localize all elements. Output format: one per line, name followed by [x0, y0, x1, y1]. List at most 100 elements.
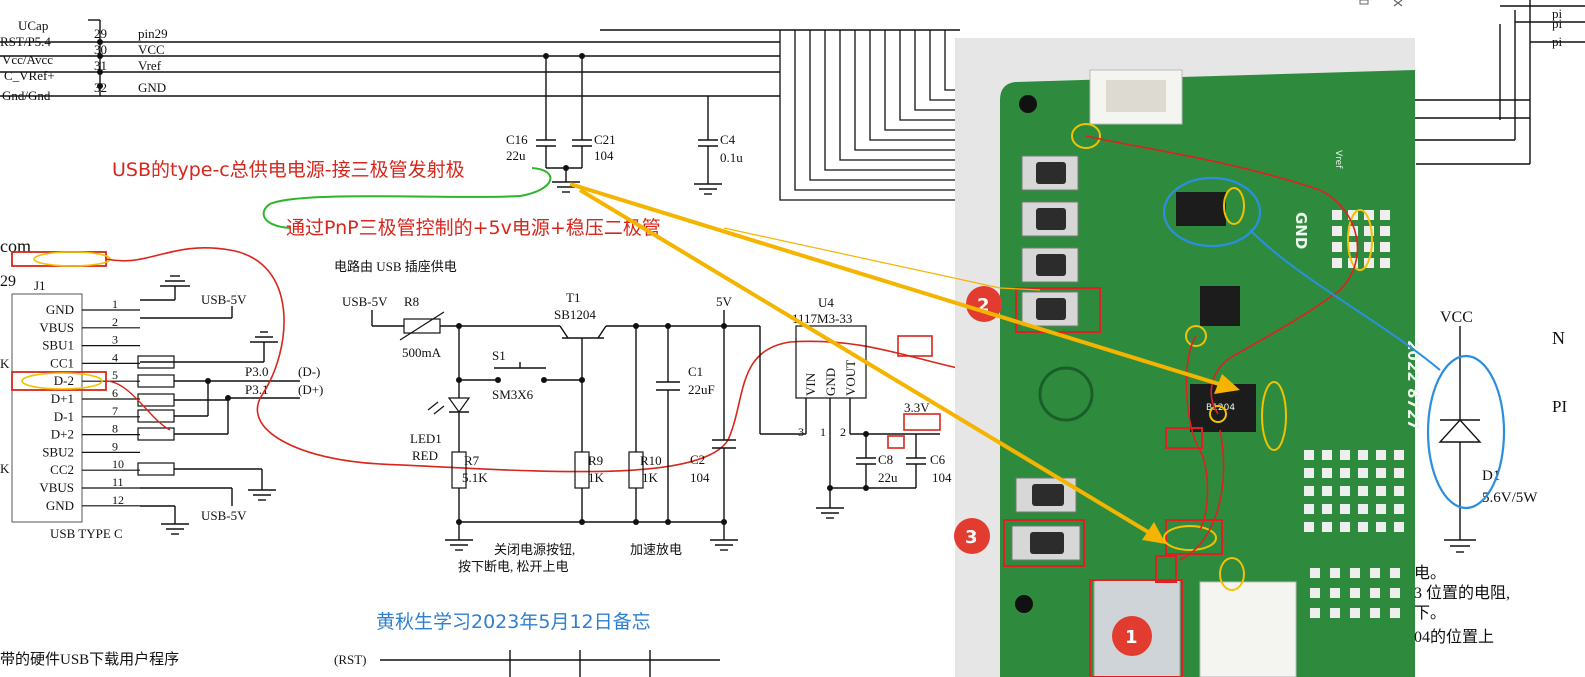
- v5-label: 5V: [716, 294, 733, 309]
- c2-val: 104: [690, 470, 710, 485]
- usb-pin-label: D+2: [51, 427, 74, 442]
- annotation-pnp-5v: 通过PnP三极管控制的+5v电源+稳压二极管: [286, 217, 661, 239]
- u4-vout: VOUT: [843, 360, 858, 396]
- usb-pin-number: 12: [112, 493, 124, 507]
- pcb-pad: [1364, 226, 1374, 236]
- net-vcc: VCC: [138, 42, 165, 57]
- blue-ellipse-diode: [1426, 354, 1506, 510]
- usb-pin-number: 6: [112, 386, 118, 400]
- dminus-label: (D-): [298, 364, 320, 379]
- yellow-ellipse-com: [33, 251, 111, 267]
- t1-ref: T1: [566, 290, 580, 305]
- u4-val: 1117M3-33: [792, 311, 852, 326]
- pin-label-gnd: Gnd/Gnd: [2, 88, 51, 103]
- pcb-pad: [1322, 486, 1332, 496]
- pcb-pad-grid: [1304, 210, 1404, 618]
- pcb-pad: [1380, 242, 1390, 252]
- yellow-ellipse-d2: [21, 372, 103, 390]
- k-label-2: K: [0, 461, 10, 476]
- pcb-pad: [1364, 258, 1374, 268]
- power-circuit: 电路由 USB 插座供电 USB-5V R8 500mA T1 SB1204 5…: [334, 259, 952, 574]
- maximize-icon[interactable]: [1359, 0, 1369, 5]
- usb-pin-label: D-2: [54, 373, 74, 388]
- pcb-pad: [1304, 504, 1314, 514]
- r8-val: 500mA: [402, 345, 442, 360]
- red-trace-d2: [105, 380, 171, 431]
- pcb-pad: [1350, 588, 1360, 598]
- s1-ref: S1: [492, 348, 506, 363]
- pcb-year: 2022: [1404, 340, 1422, 382]
- badge-1: 1: [1125, 627, 1138, 648]
- pcb-pad: [1332, 210, 1342, 220]
- vcc-label: VCC: [1440, 309, 1473, 326]
- pcb-vref: Vref: [1333, 150, 1343, 169]
- pcb-pad: [1364, 242, 1374, 252]
- u4-pin1: 1: [820, 425, 826, 439]
- pcb-pad: [1394, 486, 1404, 496]
- p30-label: P3.0: [245, 364, 268, 379]
- pcb-pad: [1330, 588, 1340, 598]
- cap-c4-ref: C4: [720, 132, 736, 147]
- pin-label-ucap: UCap: [18, 18, 48, 33]
- k-label-1: K: [0, 356, 10, 371]
- c1-val: 22uF: [688, 382, 715, 397]
- r9-ref: R9: [588, 453, 603, 468]
- usb-pin-number: 5: [112, 368, 118, 382]
- pcb-pad: [1370, 568, 1380, 578]
- r7-val: 5.1K: [462, 470, 488, 485]
- pin-num-29: 29: [94, 26, 107, 41]
- u4-vin: VIN: [803, 372, 818, 396]
- pcb-pad: [1340, 522, 1350, 532]
- dplus-label: (D+): [298, 382, 323, 397]
- pcb-chip-label: B1204: [1206, 403, 1235, 413]
- usb-pin-number: 1: [112, 297, 118, 311]
- pcb-pad: [1350, 608, 1360, 618]
- pcb-pad: [1332, 242, 1342, 252]
- pcb-pad: [1370, 608, 1380, 618]
- usb-pin-number: 2: [112, 315, 118, 329]
- usb5v-top-label: USB-5V: [201, 292, 247, 307]
- usb-ref: J1: [34, 278, 46, 293]
- pcb-pad: [1376, 486, 1386, 496]
- usb-pin-label: D+1: [51, 391, 74, 406]
- c8-ref: C8: [878, 452, 893, 467]
- pcb-pad: [1358, 450, 1368, 460]
- close-icon[interactable]: [1393, 0, 1403, 7]
- usb-pin-number: 7: [112, 404, 118, 418]
- r9-val: 1K: [588, 470, 605, 485]
- pcb-pad: [1332, 226, 1342, 236]
- right-pin-1: pi: [1552, 6, 1563, 21]
- window-controls: [1359, 0, 1403, 7]
- top-capacitors: C16 22u C21 104 C4 0.1u: [506, 53, 743, 195]
- header-net-block: UCap RST/P5.4 Vcc/Avcc C_VRef+ Gnd/Gnd 2…: [0, 18, 960, 201]
- pcb-pad: [1358, 486, 1368, 496]
- pcb-pad: [1380, 226, 1390, 236]
- pcb-pad: [1358, 468, 1368, 478]
- cap-c21-val: 104: [594, 148, 614, 163]
- led1-val: RED: [412, 448, 438, 463]
- yellow-arrows: [569, 182, 1240, 544]
- footer-note: 黄秋生学习2023年5月12日备忘: [376, 611, 651, 633]
- right-text-4: 04的位置上: [1414, 628, 1494, 646]
- pcb-pad: [1376, 504, 1386, 514]
- annotation-typec-supply: USB的type-c总供电电源-接三极管发射极: [112, 159, 465, 181]
- power-usb5v: USB-5V: [342, 294, 388, 309]
- pin-num-30: 30: [94, 42, 107, 57]
- pcb-pad: [1304, 468, 1314, 478]
- pcb-pad: [1390, 568, 1400, 578]
- com-text: com: [0, 236, 31, 256]
- usb-pin-label: D-1: [54, 409, 74, 424]
- t1-val: SB1204: [554, 307, 596, 322]
- u4-pin2: 2: [840, 425, 846, 439]
- net-pin29: pin29: [138, 26, 168, 41]
- usb-pin-number: 3: [112, 333, 118, 347]
- cap-c4-val: 0.1u: [720, 150, 743, 165]
- pin-num-32: 32: [94, 80, 107, 95]
- pcb-pad: [1394, 504, 1404, 514]
- right-pin-2: pi: [1552, 16, 1563, 31]
- d1-val: 5.6V/5W: [1482, 490, 1538, 506]
- pcb-pad: [1370, 588, 1380, 598]
- usb-pin-label: SBU2: [42, 444, 74, 459]
- right-text-3: 下。: [1414, 605, 1446, 622]
